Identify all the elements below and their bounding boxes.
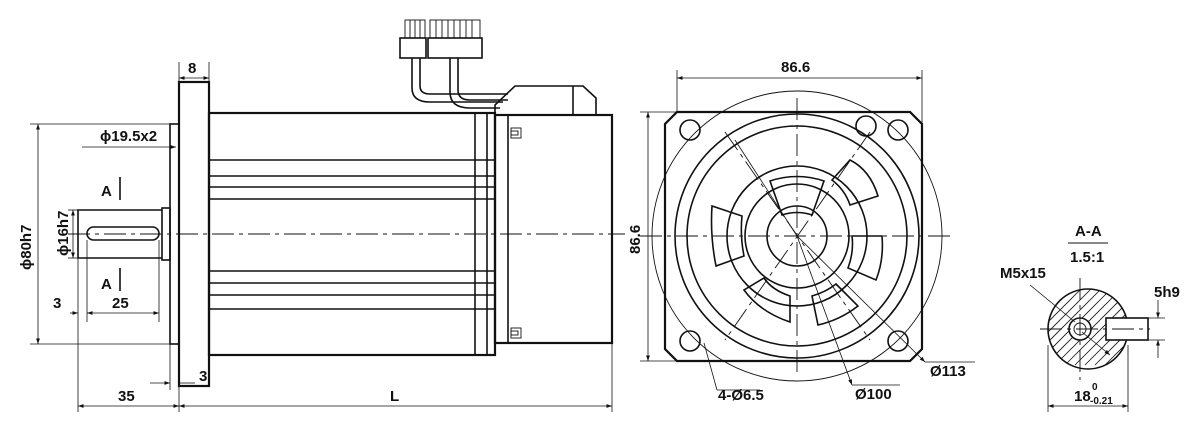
rear-cover: [493, 113, 614, 345]
shaft-length-label: 35: [118, 388, 135, 405]
section-mark-bottom: A: [101, 276, 112, 293]
side-labels: 8 ϕ19.5x2 A A ϕ80h7 ϕ16h7 3 25 35 3 L: [18, 60, 399, 405]
section-a-a: A-A 1.5:1: [1000, 223, 1180, 412]
key-width-label: 5h9: [1154, 284, 1180, 301]
key-depth-upper-tol: 0: [1092, 382, 1098, 393]
section-mark-top: A: [101, 183, 112, 200]
front-dimensions: [640, 70, 975, 391]
section-scale: 1.5:1: [1070, 249, 1104, 266]
side-view: 8 ϕ19.5x2 A A ϕ80h7 ϕ16h7 3 25 35 3 L: [18, 19, 625, 412]
shaft-diameter-label: ϕ16h7: [55, 211, 72, 256]
bolt-circle-inner-label: Ø100: [855, 386, 892, 403]
flange-offset-label: 3: [199, 368, 207, 385]
side-dimensions: [30, 62, 613, 412]
body-length-label: L: [390, 388, 399, 405]
tapped-hole-label: M5x15: [1000, 265, 1046, 282]
section-title: A-A: [1075, 223, 1102, 240]
connector-cables: [399, 19, 597, 115]
key-length-label: 25: [112, 295, 129, 312]
front-view: 86.6 86.6 4-Ø6.5 Ø100 Ø113: [627, 59, 975, 404]
motor-body: [207, 111, 497, 357]
key-depth-lower-tol: -0.21: [1090, 396, 1113, 407]
spigot-diameter-label: ϕ80h7: [18, 225, 35, 270]
pilot-diameter-label: ϕ19.5x2: [100, 128, 157, 145]
bolt-holes-label: 4-Ø6.5: [718, 387, 764, 404]
flange-height-label: 86.6: [627, 225, 644, 254]
shaft-shoulder-label: 3: [53, 295, 61, 312]
vent-windows: [710, 159, 884, 326]
flange-thickness-label: 8: [188, 60, 196, 77]
bolt-holes: [679, 115, 909, 352]
front-labels: 86.6 86.6 4-Ø6.5 Ø100 Ø113: [627, 59, 966, 404]
square-flange: [663, 110, 924, 363]
flange-width-label: 86.6: [781, 59, 810, 76]
key-depth-label: 18: [1074, 388, 1091, 405]
bolt-circle-outer-label: Ø113: [930, 363, 966, 380]
